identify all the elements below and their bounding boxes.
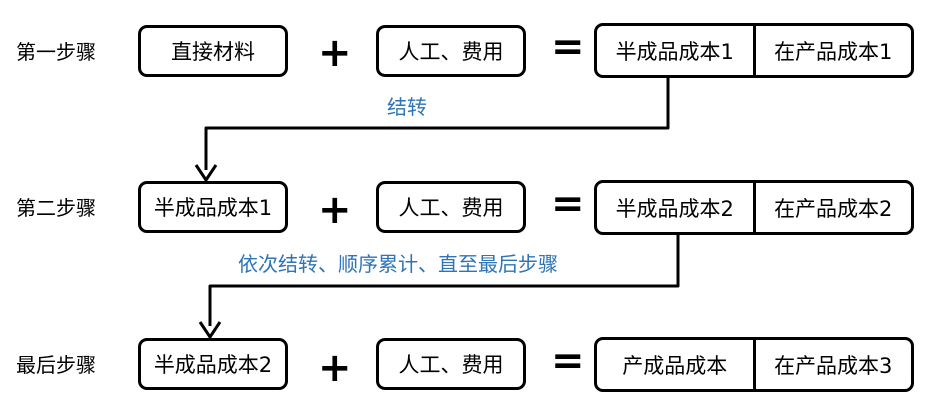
transfer-arrow-1 bbox=[204, 78, 670, 170]
step-3-output-wip: 在产品成本3 bbox=[752, 340, 912, 389]
step-2-output-wip: 在产品成本2 bbox=[752, 183, 912, 232]
step-1-output-wip: 在产品成本1 bbox=[752, 26, 912, 75]
transfer-note-1: 结转 bbox=[387, 95, 427, 119]
transfer-note-2: 依次结转、顺序累计、直至最后步骤 bbox=[238, 252, 558, 276]
step-2-output-semifinished: 半成品成本2 bbox=[615, 196, 734, 221]
step-1-output-semifinished: 半成品成本1 bbox=[615, 39, 734, 64]
step-2-equals: = bbox=[551, 181, 585, 227]
step-1-plus: + bbox=[318, 30, 352, 76]
step-3-equals: = bbox=[551, 338, 585, 384]
step-3-input-box: 半成品成本2 bbox=[138, 338, 288, 390]
step-2-label: 第二步骤 bbox=[16, 196, 96, 220]
step-2-output-box: 半成品成本2 在产品成本2 bbox=[594, 180, 914, 235]
step-1-input-box: 直接材料 bbox=[138, 25, 288, 77]
step-1-output-box: 半成品成本1 在产品成本1 bbox=[594, 23, 914, 78]
step-2-plus: + bbox=[318, 187, 352, 233]
step-3-plus: + bbox=[318, 345, 352, 391]
step-3-label: 最后步骤 bbox=[16, 353, 96, 377]
transfer-arrow-2 bbox=[208, 235, 680, 326]
step-3-output-box: 产成品成本 在产品成本3 bbox=[594, 337, 914, 392]
step-1-labor-box: 人工、费用 bbox=[376, 25, 526, 77]
step-1-label: 第一步骤 bbox=[16, 40, 96, 64]
step-3-labor-box: 人工、费用 bbox=[376, 338, 526, 390]
step-3-output-finished: 产成品成本 bbox=[622, 353, 728, 378]
transfer-arrowhead-1 bbox=[194, 164, 218, 182]
step-1-equals: = bbox=[551, 24, 585, 70]
step-2-labor-box: 人工、费用 bbox=[376, 181, 526, 233]
step-2-input-box: 半成品成本1 bbox=[138, 181, 288, 233]
transfer-arrowhead-2 bbox=[198, 321, 222, 339]
